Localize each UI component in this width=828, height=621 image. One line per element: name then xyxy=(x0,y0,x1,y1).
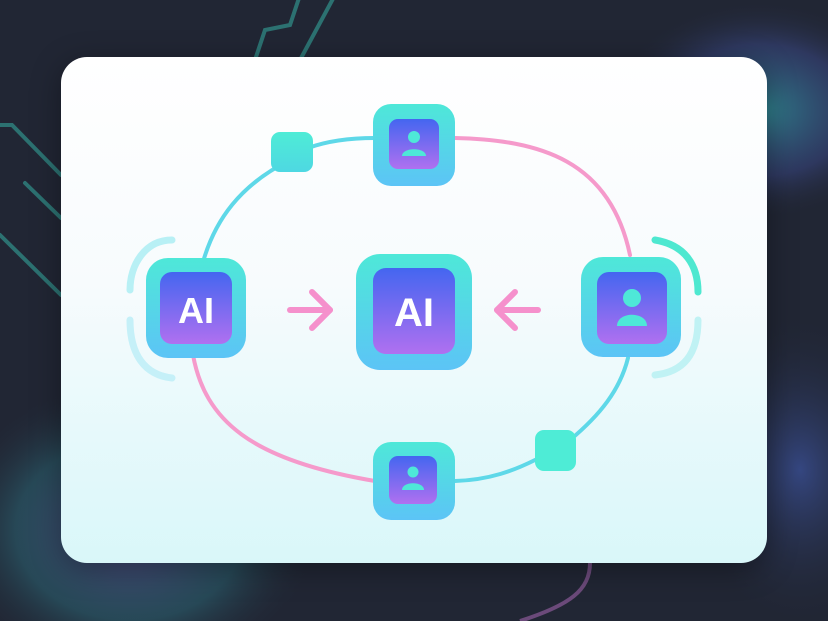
link-connector-to-user-right xyxy=(568,356,630,442)
node-ai-left[interactable]: AI xyxy=(146,258,246,358)
node-user-bottom[interactable] xyxy=(373,442,455,520)
node-user-right[interactable] xyxy=(581,257,681,357)
signal-arcs-left xyxy=(126,236,176,382)
user-icon xyxy=(402,131,426,156)
connector-top-left xyxy=(271,132,313,172)
link-user-bottom-to-connector xyxy=(453,458,537,483)
arrow-left-icon xyxy=(494,289,541,331)
user-icon xyxy=(402,466,424,490)
link-user-top-to-user-right xyxy=(453,136,632,257)
link-connector-to-user-top xyxy=(306,136,377,150)
node-user-top[interactable] xyxy=(373,104,455,186)
link-ai-left-to-user-bottom xyxy=(191,353,377,483)
link-ai-left-to-connector xyxy=(201,158,292,264)
node-ai-center[interactable]: AI xyxy=(356,254,472,370)
user-icon xyxy=(617,289,647,326)
connector-bottom-right xyxy=(535,430,576,471)
ai-label: AI xyxy=(394,291,434,335)
ai-label: AI xyxy=(178,290,214,331)
arrow-right-icon xyxy=(287,289,333,331)
signal-arcs-right xyxy=(651,236,702,379)
